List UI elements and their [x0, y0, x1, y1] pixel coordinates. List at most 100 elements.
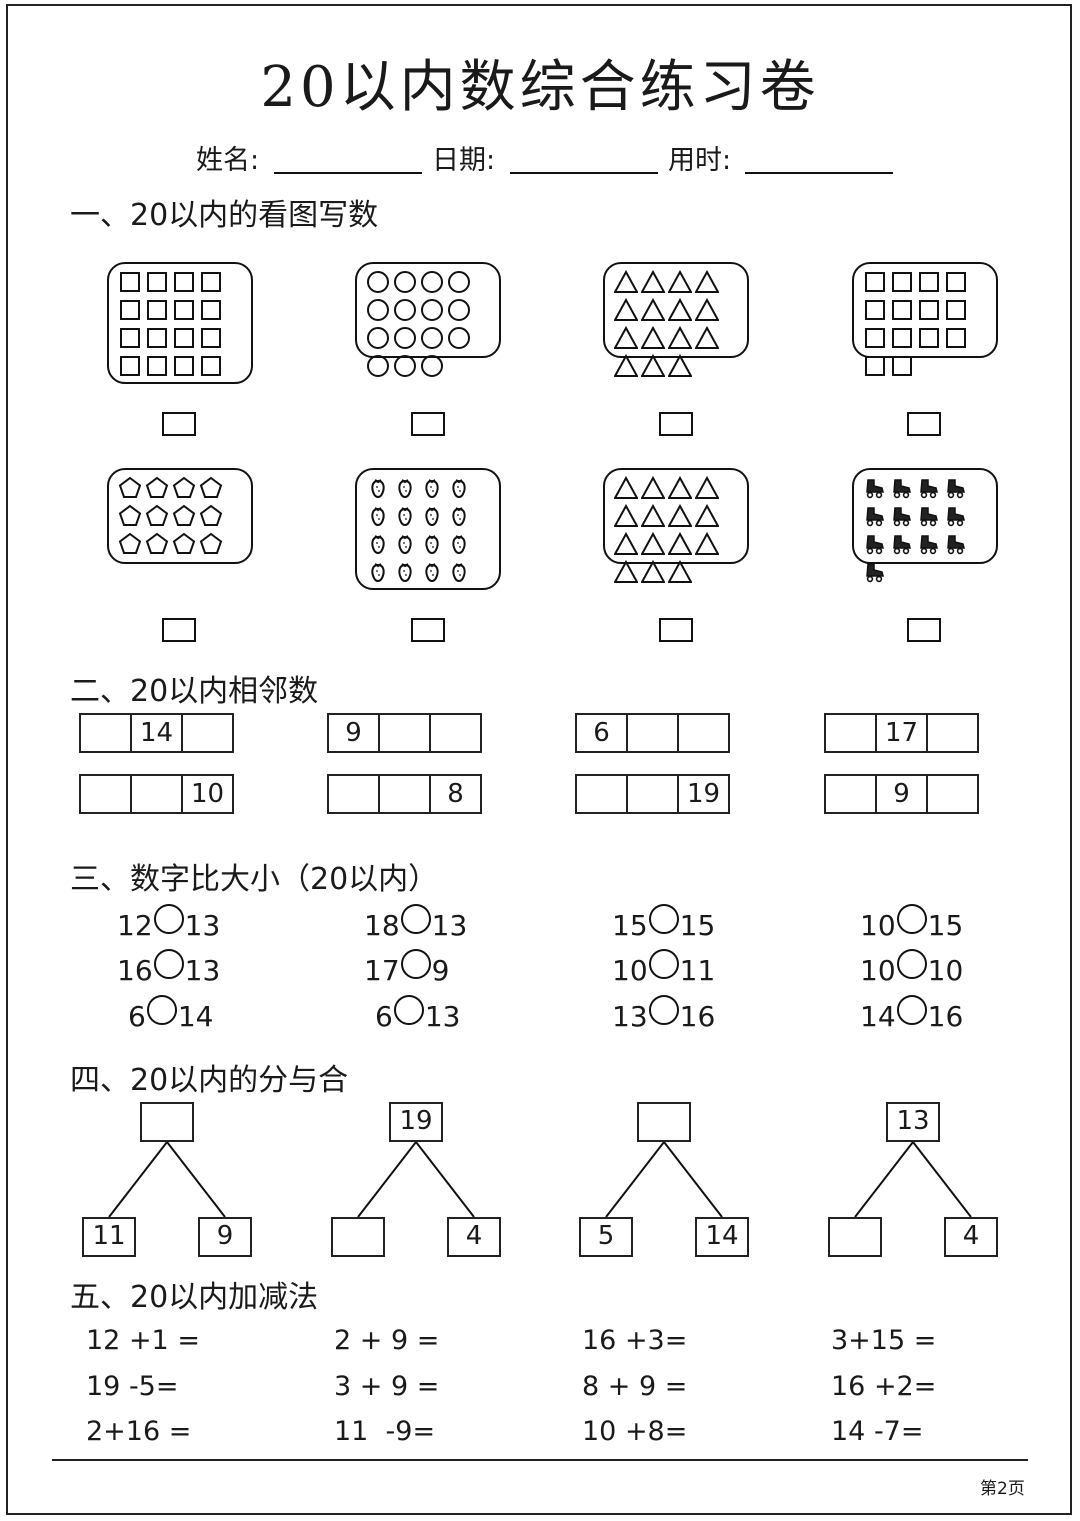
bond-top-box[interactable] — [140, 1102, 194, 1142]
equation-4[interactable]: 3+15 = — [831, 1325, 937, 1356]
compare-circle[interactable] — [648, 904, 679, 934]
date-field[interactable] — [510, 172, 658, 174]
compare-circle[interactable] — [648, 995, 679, 1025]
neighbor-blank[interactable] — [926, 774, 979, 814]
triangle-icon — [666, 474, 693, 502]
compare-left: 6 — [128, 999, 146, 1033]
compare-circle[interactable] — [896, 904, 927, 934]
answer-box-6[interactable] — [411, 618, 445, 642]
neighbor-blank[interactable] — [429, 713, 482, 753]
compare-left: 10 — [612, 953, 648, 987]
square-icon — [942, 268, 969, 296]
pentagon-icon — [143, 474, 170, 502]
compare-right: 16 — [679, 999, 716, 1033]
neighbor-row-4: 17 — [824, 713, 979, 753]
neighbor-blank[interactable] — [926, 713, 979, 753]
compare-circle[interactable] — [146, 995, 177, 1025]
equation-9[interactable]: 2+16 = — [86, 1416, 192, 1447]
equation-12[interactable]: 14 -7= — [831, 1416, 924, 1447]
compare-circle[interactable] — [153, 904, 184, 934]
pentagon-icon — [170, 502, 197, 530]
neighbor-blank[interactable] — [677, 713, 730, 753]
answer-box-1[interactable] — [162, 412, 196, 436]
circle-icon — [445, 296, 472, 324]
square-icon — [888, 352, 915, 380]
square-icon — [170, 268, 197, 296]
page-number: 第2页 — [980, 1479, 1025, 1499]
equation-6[interactable]: 3 + 9 = — [334, 1371, 440, 1402]
triangle-icon — [693, 268, 720, 296]
answer-box-4[interactable] — [907, 412, 941, 436]
roller-skate-icon — [915, 502, 942, 530]
strawberry-icon — [445, 502, 472, 530]
compare-circle[interactable] — [400, 904, 431, 934]
circle-icon — [391, 352, 418, 380]
triangle-icon — [612, 530, 639, 558]
triangle-icon — [666, 502, 693, 530]
triangle-icon — [612, 352, 639, 380]
bond-line-left — [108, 1141, 168, 1218]
section-heading-1: 一、20以内的看图写数 — [70, 198, 379, 233]
square-icon — [861, 268, 888, 296]
neighbor-row-6: 8 — [327, 774, 482, 814]
answer-box-3[interactable] — [659, 412, 693, 436]
compare-circle[interactable] — [393, 995, 424, 1025]
section-heading-2: 二、20以内相邻数 — [70, 674, 319, 709]
picture-group-7 — [603, 468, 749, 583]
answer-box-7[interactable] — [659, 618, 693, 642]
triangle-icon — [612, 296, 639, 324]
roller-skate-icon — [942, 502, 969, 530]
square-icon — [888, 324, 915, 352]
bond-right-box: 9 — [198, 1217, 252, 1257]
triangle-icon — [639, 296, 666, 324]
bond-line-right — [166, 1141, 226, 1218]
picture-group-6 — [355, 468, 501, 590]
neighbor-given: 19 — [677, 774, 730, 814]
circle-icon — [418, 296, 445, 324]
time-label: 用时: — [668, 145, 732, 176]
equation-2[interactable]: 2 + 9 = — [334, 1325, 440, 1356]
pentagon-icon — [143, 502, 170, 530]
neighbor-given: 10 — [181, 774, 234, 814]
equation-8[interactable]: 16 +2= — [831, 1371, 937, 1402]
name-field[interactable] — [274, 172, 422, 174]
equation-10[interactable]: 11 -9= — [334, 1416, 436, 1447]
compare-right: 9 — [431, 953, 450, 987]
equation-7[interactable]: 8 + 9 = — [582, 1371, 688, 1402]
neighbor-blank[interactable] — [181, 713, 234, 753]
equation-5[interactable]: 19 -5= — [86, 1371, 179, 1402]
equation-1[interactable]: 12 +1 = — [86, 1325, 200, 1356]
bond-left-box[interactable] — [331, 1217, 385, 1257]
square-icon — [170, 324, 197, 352]
triangle-icon — [639, 502, 666, 530]
bond-top-box[interactable] — [637, 1102, 691, 1142]
circle-icon — [418, 324, 445, 352]
bond-left-box[interactable] — [828, 1217, 882, 1257]
strawberry-icon — [364, 502, 391, 530]
triangle-icon — [612, 324, 639, 352]
name-label: 姓名: — [196, 145, 260, 176]
bond-line-right — [415, 1141, 475, 1218]
square-icon — [861, 352, 888, 380]
compare-right: 16 — [927, 999, 964, 1033]
answer-box-8[interactable] — [907, 618, 941, 642]
answer-box-2[interactable] — [411, 412, 445, 436]
triangle-icon — [693, 324, 720, 352]
compare-circle[interactable] — [896, 949, 927, 979]
compare-circle[interactable] — [400, 949, 431, 979]
compare-circle[interactable] — [896, 995, 927, 1025]
square-icon — [116, 296, 143, 324]
equation-11[interactable]: 10 +8= — [582, 1416, 688, 1447]
compare-circle[interactable] — [648, 949, 679, 979]
equation-3[interactable]: 16 +3= — [582, 1325, 688, 1356]
answer-box-5[interactable] — [162, 618, 196, 642]
circle-icon — [445, 268, 472, 296]
compare-right: 11 — [679, 953, 716, 987]
roller-skate-icon — [888, 474, 915, 502]
time-field[interactable] — [745, 172, 893, 174]
compare-circle[interactable] — [153, 949, 184, 979]
